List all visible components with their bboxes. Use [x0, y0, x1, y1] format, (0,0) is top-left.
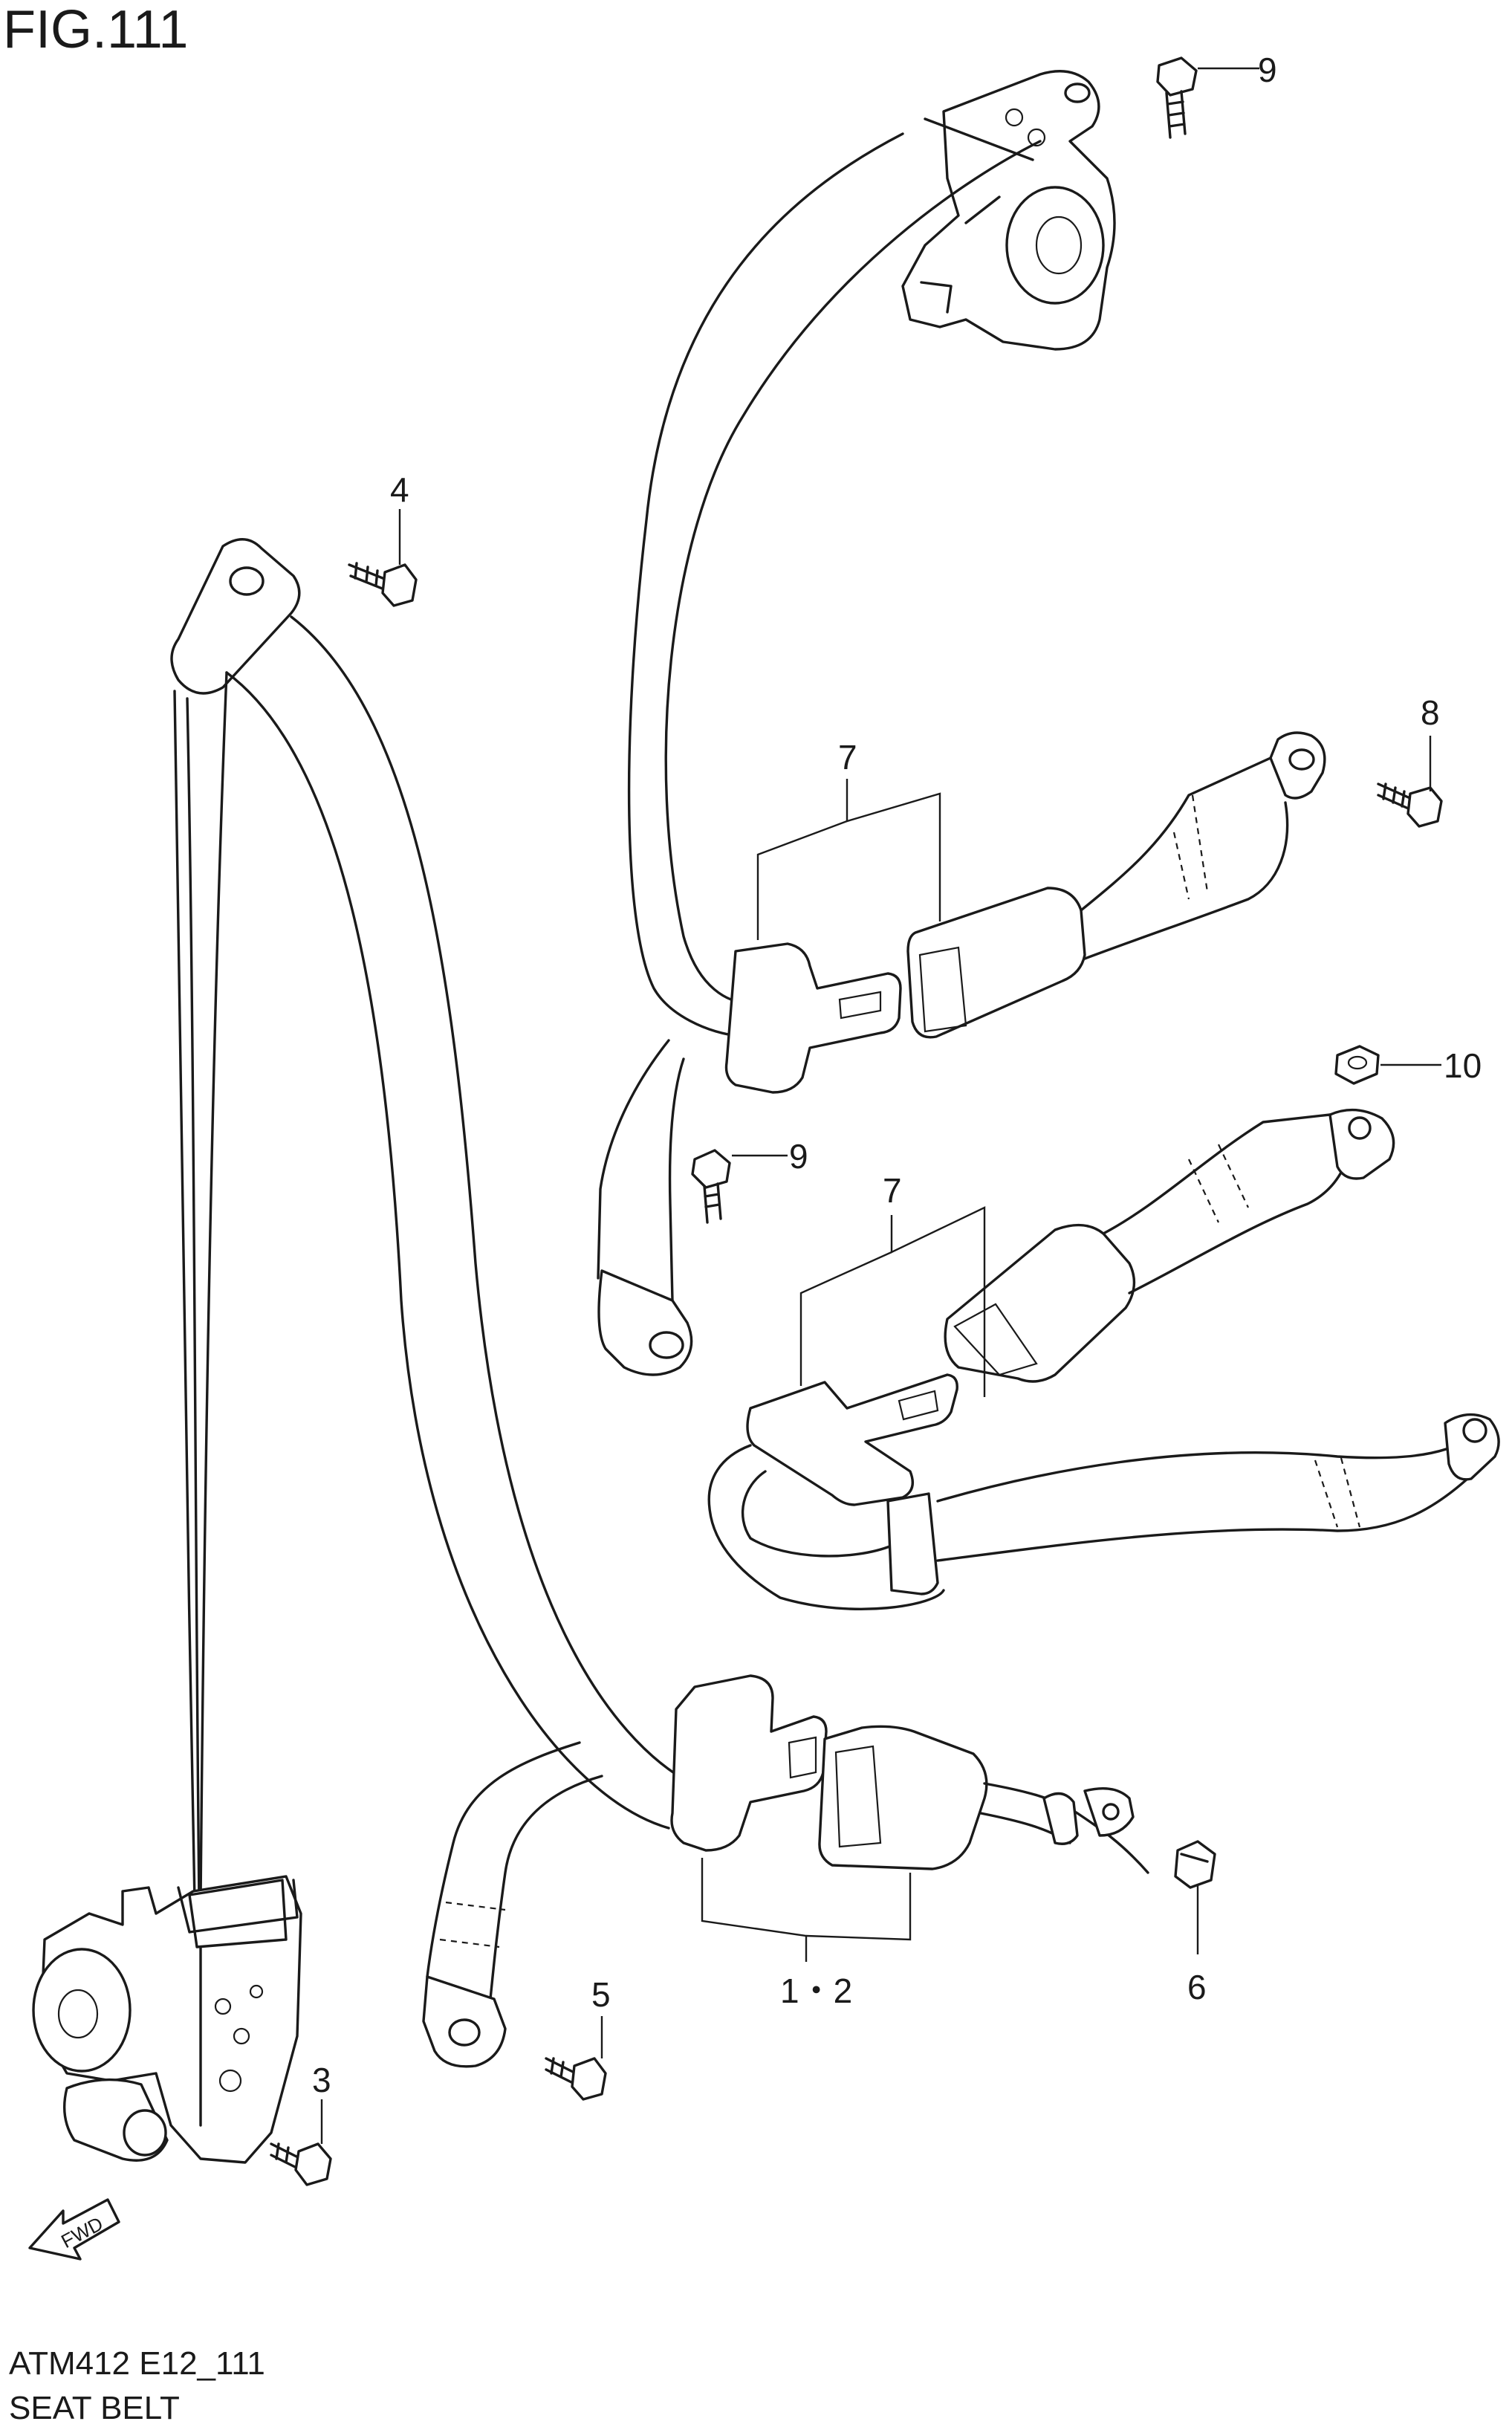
bolt-4: [348, 562, 418, 607]
rear-retractor-spool: [1005, 186, 1105, 305]
callout-9-top: 9: [1258, 51, 1277, 89]
anchor-hole: [229, 566, 265, 596]
front-buckle: [818, 1725, 988, 1870]
callout-3: 3: [312, 2061, 331, 2099]
front-tongue-plate: [670, 1674, 828, 1852]
lower-buckle: [944, 1223, 1136, 1383]
callout-6: 6: [1187, 1968, 1207, 2006]
bolt-9-top: [1156, 56, 1198, 139]
callout-8: 8: [1421, 693, 1440, 732]
bolt-9-mid: [691, 1149, 731, 1224]
lower-buckle-set: [707, 1108, 1500, 1610]
callout-4: 4: [390, 470, 409, 509]
nut-10: [1334, 1045, 1380, 1085]
fwd-arrow-icon: FWD: [28, 2198, 120, 2261]
upper-tongue-plate: [724, 942, 902, 1094]
callout-10: 10: [1444, 1046, 1482, 1085]
upper-buckle: [906, 887, 1086, 1039]
callout-5: 5: [591, 1975, 611, 2014]
lower-tongue-plate: [746, 1373, 958, 1506]
upper-anchor-plate: [170, 538, 301, 695]
figure-code: ATM412 E12_111: [9, 2345, 265, 2382]
figure-caption: SEAT BELT: [9, 2390, 180, 2426]
callout-1-2: 1・2: [780, 1971, 852, 2010]
upper-buckle-set: [597, 731, 1326, 1376]
nut-6: [1174, 1840, 1216, 1889]
figure-title: FIG.111: [3, 0, 188, 59]
front-seat-belt-assembly: [32, 538, 692, 2164]
callout-7-lower: 7: [883, 1171, 902, 1210]
rear-retractor-assembly: [627, 70, 1116, 1038]
bolt-3: [270, 2142, 332, 2186]
lower-buckle-anchor: [1328, 1108, 1395, 1180]
retractor-spool: [32, 1948, 132, 2073]
callout-9-mid: 9: [789, 1137, 808, 1176]
front-buckle-assembly: [422, 1674, 1149, 2068]
bolt-5: [545, 2057, 607, 2101]
bolt-8: [1377, 783, 1443, 828]
upper-lower-anchor: [597, 1269, 693, 1376]
leader-lines: [320, 67, 1441, 2144]
callout-7-upper: 7: [838, 738, 857, 777]
